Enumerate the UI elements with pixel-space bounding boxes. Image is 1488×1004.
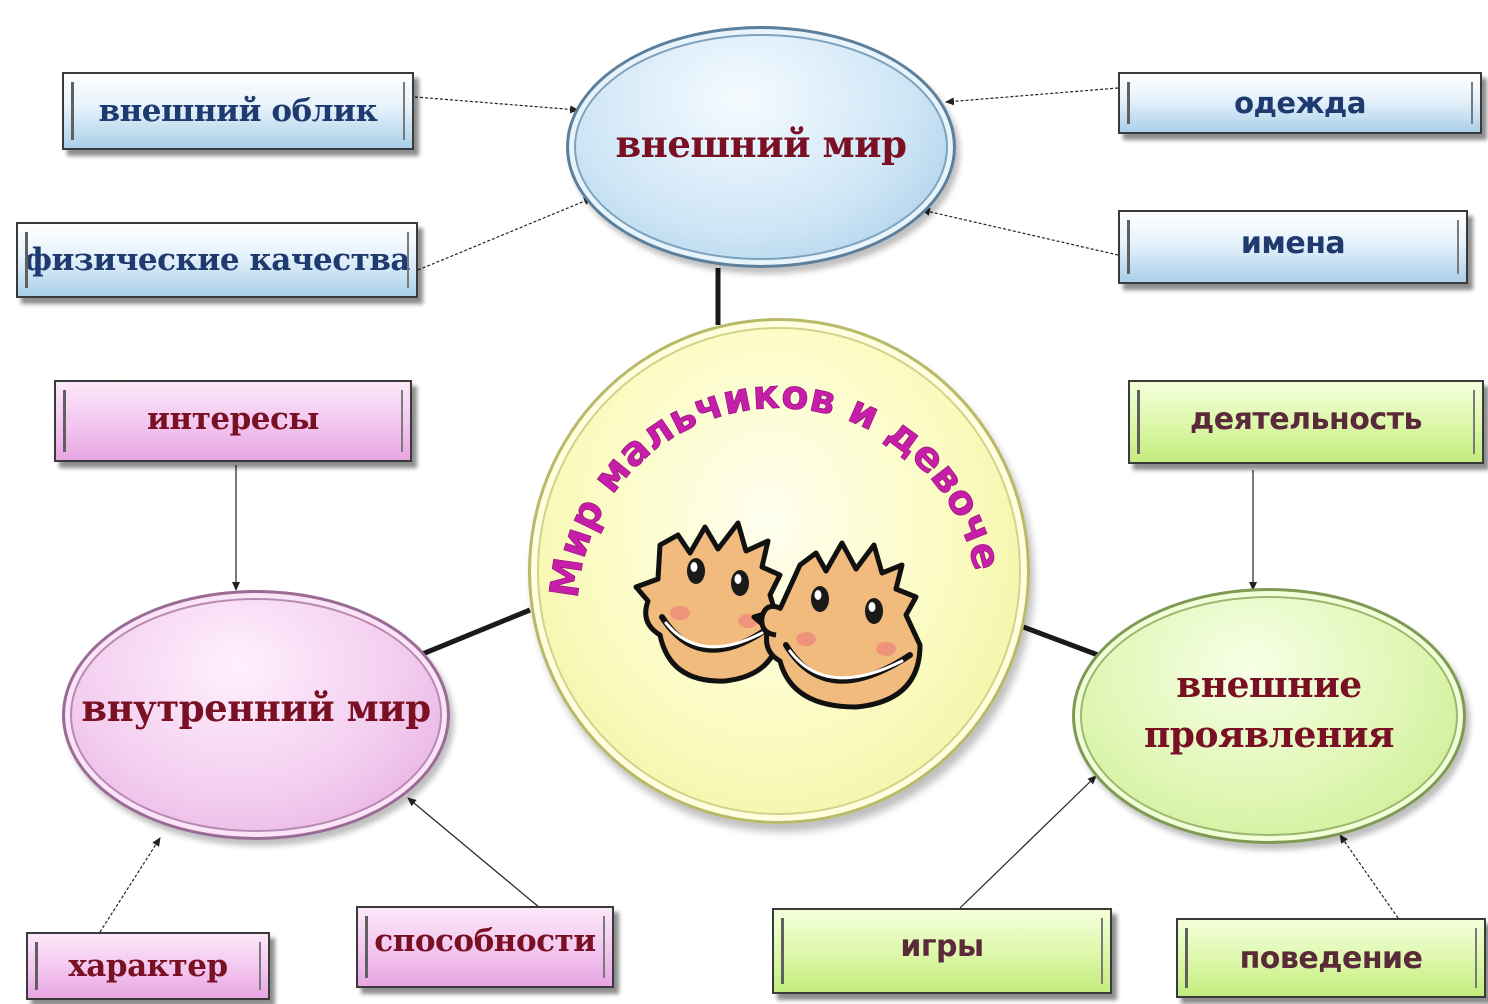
outer-world-node: внешний мир: [566, 26, 956, 268]
arrow-abilities: [407, 797, 541, 909]
link-center-manifestations: [1017, 622, 1099, 658]
arrow-behavior: [1339, 834, 1399, 919]
item-appearance: внешний облик: [62, 72, 414, 150]
item-activity: деятельность: [1128, 380, 1484, 464]
left-kid-face: [633, 520, 783, 684]
kids-faces-illustration: [633, 520, 923, 710]
item-names: имена: [1118, 210, 1468, 284]
arrow-appearance: [414, 96, 579, 114]
arrow-clothing: [945, 87, 1119, 106]
arrow-names: [921, 207, 1119, 256]
inner-world-node: внутренний мир: [62, 590, 450, 840]
item-behavior: поведение: [1176, 918, 1486, 998]
item-behavior-label: поведение: [1239, 940, 1423, 976]
item-physical-qualities: физические качества: [16, 222, 418, 298]
item-activity-label: деятельность: [1190, 401, 1423, 437]
manifestations-node: внешние проявления: [1072, 588, 1466, 844]
right-kid-face: [751, 540, 923, 710]
manifestations-label-line2: проявления: [1143, 714, 1395, 756]
link-center-inner-world: [419, 607, 531, 658]
item-character: характер: [26, 932, 270, 1000]
center-node: [528, 318, 1030, 824]
outer-world-label: внешний мир: [615, 122, 907, 166]
item-names-label: имена: [1240, 225, 1346, 261]
item-abilities-label: способности: [374, 923, 596, 959]
item-character-label: характер: [68, 948, 228, 984]
item-games-label: игры: [900, 928, 984, 964]
arrows: [99, 87, 1399, 933]
item-games: игры: [772, 908, 1112, 994]
arrow-games: [959, 775, 1097, 909]
item-physical-qualities-label: физические качества: [23, 242, 411, 278]
hub-links: [419, 268, 1099, 658]
item-interests-label: интересы: [147, 401, 319, 437]
item-clothing: одежда: [1118, 72, 1482, 134]
arrow-physical-qualities: [417, 197, 593, 271]
arrow-character: [99, 837, 161, 933]
item-interests: интересы: [54, 380, 412, 462]
item-clothing-label: одежда: [1234, 86, 1366, 120]
item-abilities: способности: [356, 906, 614, 988]
inner-world-label: внутренний мир: [81, 686, 431, 730]
item-appearance-label: внешний облик: [98, 93, 378, 129]
manifestations-label-line1: внешние: [1176, 664, 1362, 706]
